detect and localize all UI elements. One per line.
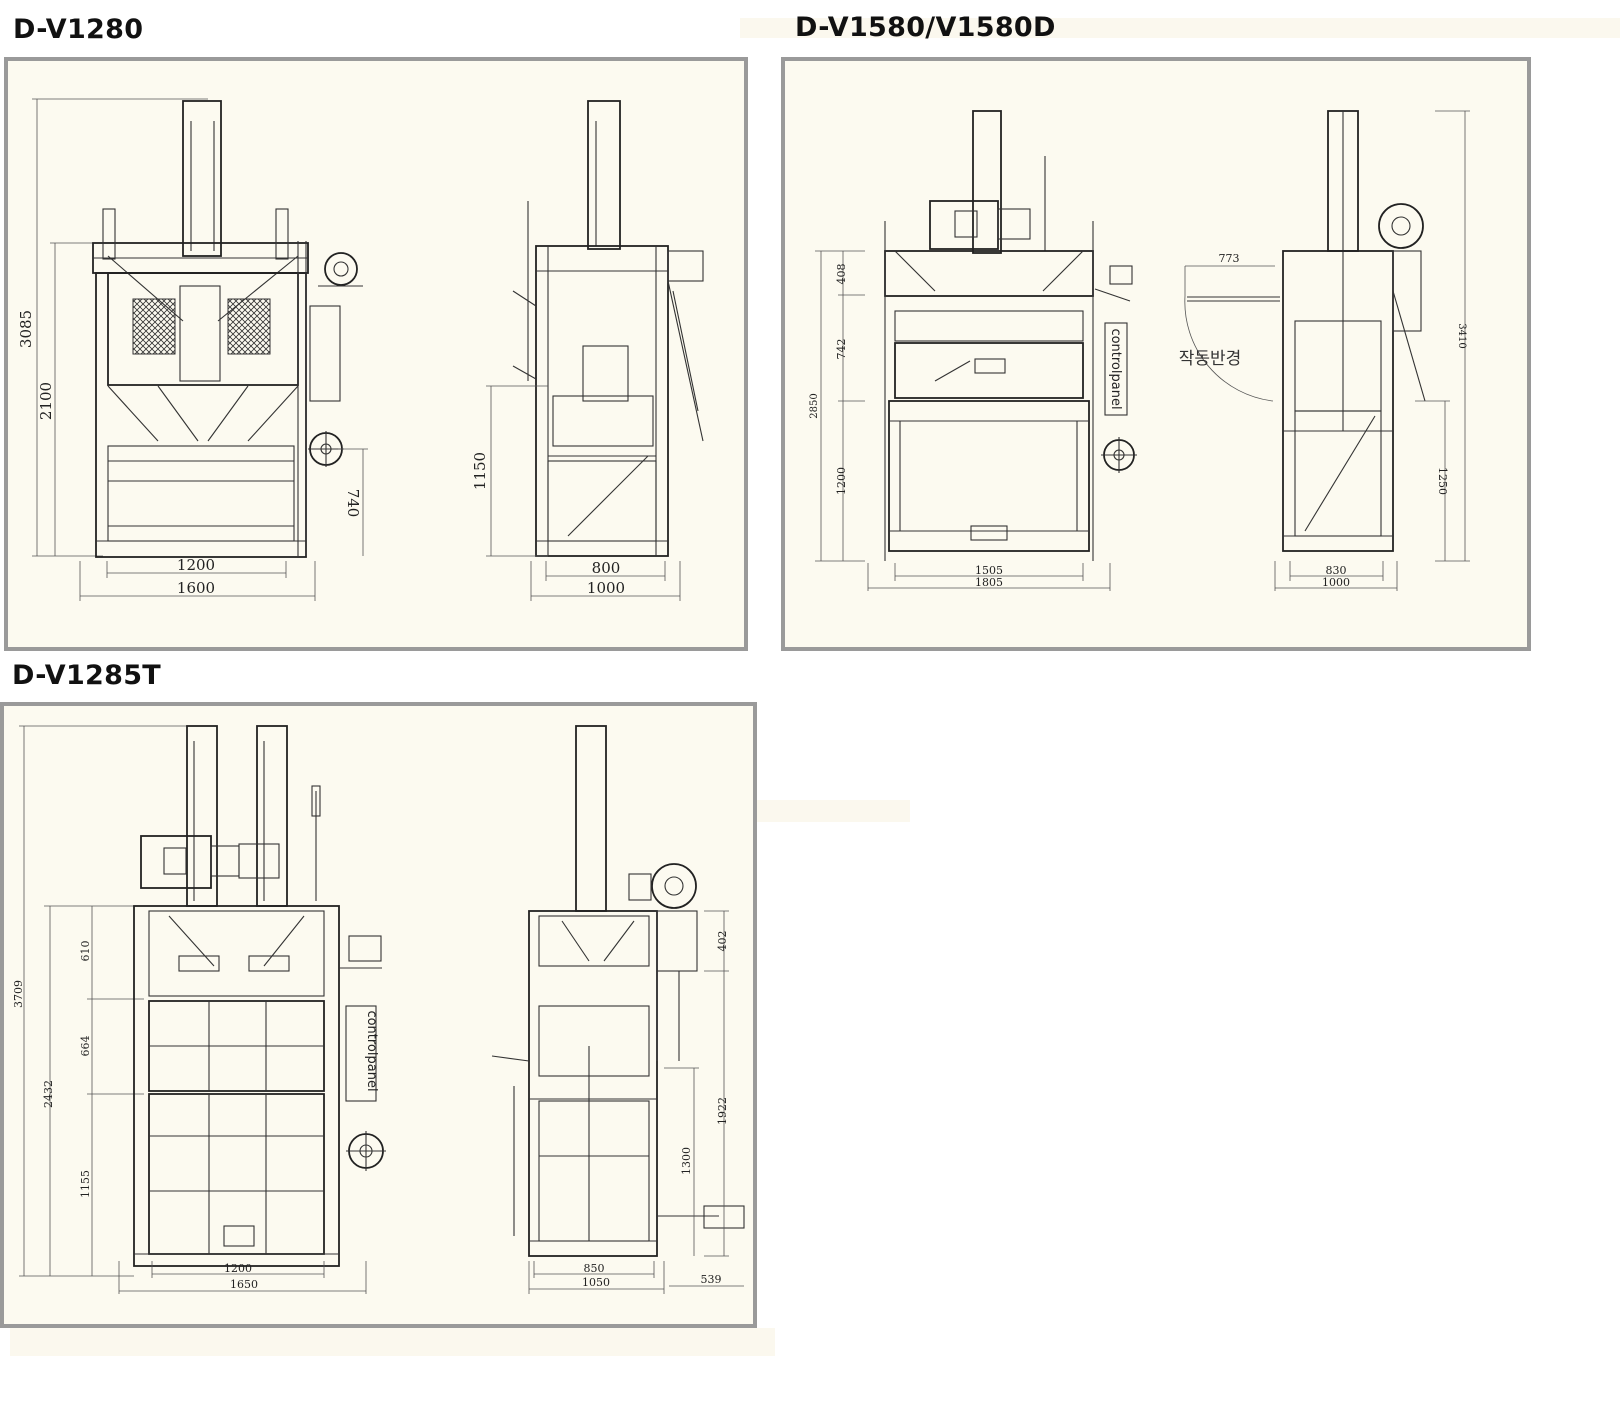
- side-view: [1184, 110, 1470, 591]
- drawing-v1580: 2850 408 742 1200 controlpanel 1505 1805: [809, 110, 1470, 591]
- dim-side-height-mid: 1922: [716, 1097, 729, 1125]
- drawing-v1285t: 3709 2432 610 664 1155 controlpanel 1200…: [12, 725, 745, 1294]
- diagram-panel-v1280: 3085 2100 740 1200 1600 1150 800 100: [4, 57, 748, 651]
- dim-height-chamber: 2100: [37, 382, 55, 420]
- dim-inner-depth: 850: [584, 1262, 605, 1275]
- dim-outer-width: 1805: [975, 576, 1003, 589]
- dim-height-total: 2850: [809, 393, 820, 418]
- dim-outer-width: 1650: [230, 1278, 258, 1291]
- swing-radius-label: 작동반경: [1179, 349, 1242, 369]
- dim-side-door-height: 1300: [680, 1147, 693, 1175]
- drawing-v1280: 3085 2100 740 1200 1600 1150 800 100: [17, 98, 704, 601]
- dim-wheel-height: 740: [344, 489, 362, 518]
- control-panel-label: controlpanel: [1108, 328, 1123, 409]
- dim-inner-width: 1200: [177, 556, 215, 574]
- front-view: [815, 110, 1137, 591]
- dim-outer-depth: 1000: [1322, 576, 1350, 589]
- dim-arm-length: 773: [1219, 252, 1240, 265]
- background-strip: [10, 1328, 775, 1356]
- dim-inner-depth: 800: [592, 559, 621, 577]
- dim-height-total: 3085: [17, 310, 35, 348]
- side-view: [491, 725, 745, 1294]
- model-title-v1580: D-V1580/V1580D: [795, 12, 1056, 43]
- dim-inner-width: 1505: [975, 564, 1003, 577]
- dim-h-mid: 664: [79, 1036, 92, 1057]
- diagram-panel-v1285t: 3709 2432 610 664 1155 controlpanel 1200…: [0, 702, 757, 1328]
- dim-side-door-height: 1250: [1436, 467, 1449, 495]
- dim-h-bottom: 1155: [79, 1170, 92, 1198]
- front-view: [19, 725, 386, 1294]
- dim-outer-width: 1600: [177, 579, 215, 597]
- background-strip: [755, 800, 910, 822]
- dim-inner-depth: 830: [1326, 564, 1347, 577]
- dim-h-mid: 742: [835, 339, 848, 360]
- dim-outer-depth: 1050: [582, 1276, 610, 1289]
- dim-height-chamber: 2432: [42, 1080, 55, 1108]
- front-view: [32, 98, 368, 601]
- model-title-v1285t: D-V1285T: [12, 660, 162, 691]
- dim-h-top: 610: [79, 941, 92, 962]
- dim-outer-depth: 1000: [587, 579, 625, 597]
- dim-h-top: 408: [835, 264, 848, 285]
- dim-ext-depth: 539: [701, 1273, 722, 1286]
- dim-side-door-height: 1150: [471, 452, 489, 490]
- model-title-v1280: D-V1280: [13, 14, 144, 45]
- background-strip: [740, 18, 1620, 38]
- dim-side-height-total: 3410: [1456, 323, 1467, 348]
- dim-height-total: 3709: [12, 980, 25, 1008]
- side-view: [486, 100, 704, 601]
- dim-side-h-top: 402: [716, 931, 729, 952]
- control-panel-label: controlpanel: [364, 1010, 379, 1091]
- dim-inner-width: 1200: [224, 1262, 252, 1275]
- diagram-panel-v1580: 2850 408 742 1200 controlpanel 1505 1805: [781, 57, 1531, 651]
- dim-h-bottom: 1200: [835, 467, 848, 495]
